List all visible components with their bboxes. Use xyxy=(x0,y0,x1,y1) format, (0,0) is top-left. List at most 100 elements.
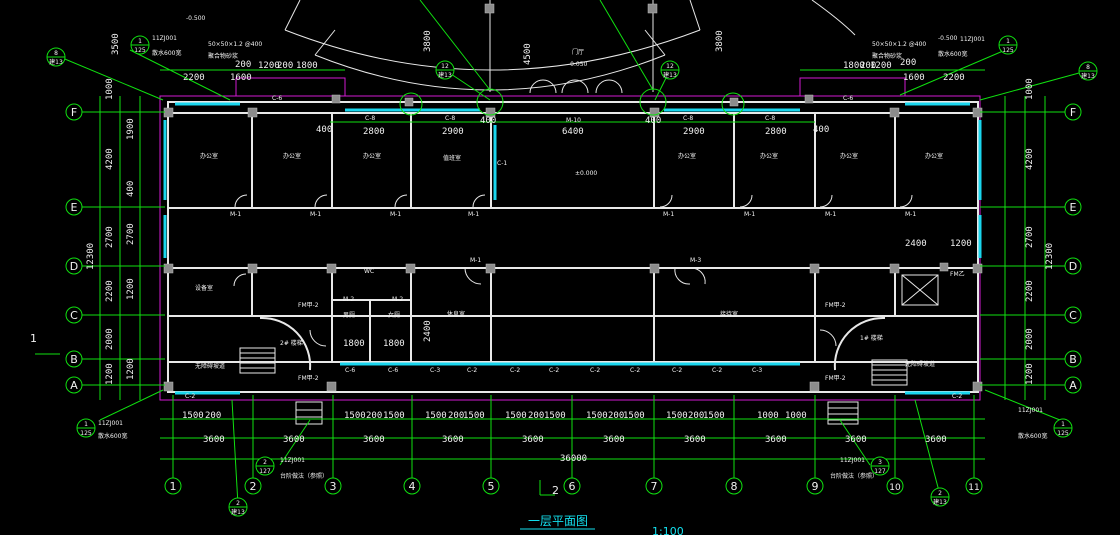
dim-total: 12300 xyxy=(86,243,96,270)
axis-col-label: 3 xyxy=(330,480,337,493)
window-tag: C-2 xyxy=(185,393,195,400)
row-axis-bubbles: F E D C B A F E D C B A xyxy=(65,103,1082,394)
door-tag: M-2 xyxy=(392,296,403,303)
axis-col-label: 2 xyxy=(250,480,257,493)
note-text: 散水600宽 xyxy=(98,432,127,440)
level-entry: -0.050 xyxy=(568,61,588,68)
dim-top: 2800 xyxy=(765,127,787,137)
door-tag: M-1 xyxy=(905,211,916,218)
door-tag: M-1 xyxy=(825,211,836,218)
dim-span: 3600 xyxy=(283,435,305,445)
dim-side: 3800 xyxy=(715,30,725,52)
axis-row-label: D xyxy=(70,260,78,273)
doors xyxy=(233,79,913,347)
axis-row-label: B xyxy=(1069,353,1077,366)
dim-small: 200 xyxy=(900,58,916,68)
ref-page: 建13 xyxy=(231,508,245,516)
door-tag: M-1 xyxy=(310,211,321,218)
door-tag: M-1 xyxy=(663,211,674,218)
axis-row-label: E xyxy=(71,201,78,214)
ref-page: 125 xyxy=(80,430,92,437)
drawing-title-block: 一层平面图 1:100 xyxy=(520,514,684,535)
axis-row-label: A xyxy=(70,379,78,392)
ref-number: 1 xyxy=(138,38,142,45)
dim-top: 2900 xyxy=(683,127,705,137)
standard-ref: 11ZJ001 xyxy=(152,35,177,42)
dim-top: 200 xyxy=(277,61,293,71)
axis-col-label: 5 xyxy=(488,480,495,493)
dim-side: 4500 xyxy=(523,43,533,65)
dim-detail: 1500 xyxy=(344,411,366,421)
dim-top: 1800 xyxy=(843,61,865,71)
dim-side: 2400 xyxy=(423,320,433,342)
window-tag: C-2 xyxy=(630,367,640,374)
dim-side: 2200 xyxy=(105,280,115,302)
door-tag: FM甲-2 xyxy=(298,302,319,309)
bottom-dimensions: 3600 3600 3600 3600 3600 3600 3600 3600 … xyxy=(182,411,947,464)
door-tag: FM甲-2 xyxy=(298,375,319,382)
entrance-canopy xyxy=(284,0,856,92)
ref-page: 建13 xyxy=(438,71,452,79)
dim-small: 200 xyxy=(235,60,251,70)
door-tag: M-2 xyxy=(343,296,354,303)
dim-side: 1900 xyxy=(126,118,136,140)
note-text: 散水600宽 xyxy=(152,49,181,57)
door-tag: M-1 xyxy=(390,211,401,218)
dim-detail: 200 xyxy=(366,411,382,421)
room-label: 办公室 xyxy=(283,152,301,160)
ref-number: 8 xyxy=(1086,64,1090,71)
standard-ref: 11ZJ001 xyxy=(840,457,865,464)
dim-side: 1200 xyxy=(126,358,136,380)
ref-number: 1 xyxy=(1061,421,1065,428)
ref-page: 127 xyxy=(874,468,886,475)
level-right: -0.500 xyxy=(938,35,958,42)
ref-page: 建13 xyxy=(663,71,677,79)
dim-small: 2400 xyxy=(905,239,927,249)
dim-top: 2200 xyxy=(183,73,205,83)
exterior-walls xyxy=(159,77,981,401)
axis-row-label: D xyxy=(1069,260,1077,273)
window-tag: C-2 xyxy=(549,367,559,374)
note-text: 台阶做法（参照） xyxy=(280,472,328,480)
dim-small: 400 xyxy=(813,125,829,135)
dim-small: 400 xyxy=(480,116,496,126)
window-tag: C-6 xyxy=(843,95,853,102)
room-label: 办公室 xyxy=(200,152,218,160)
dim-detail: 1500 xyxy=(666,411,688,421)
axis-row-label: F xyxy=(1070,106,1076,119)
dim-span: 3600 xyxy=(203,435,225,445)
ref-number: 1 xyxy=(1006,38,1010,45)
dim-detail: 200 xyxy=(205,411,221,421)
room-label: 女厕 xyxy=(388,311,400,319)
dim-detail: 1500 xyxy=(463,411,485,421)
room-label: 办公室 xyxy=(925,152,943,160)
axis-col-label: 6 xyxy=(569,480,576,493)
window-tag: C-8 xyxy=(683,115,693,122)
door-tag: M-1 xyxy=(744,211,755,218)
door-tag: M-1 xyxy=(230,211,241,218)
dim-detail: 1500 xyxy=(425,411,447,421)
door-tag: FM乙 xyxy=(950,271,965,278)
dim-small: 1200 xyxy=(950,239,972,249)
dim-detail: 200 xyxy=(688,411,704,421)
axis-row-label: A xyxy=(1069,379,1077,392)
section-mark: 1 xyxy=(30,332,37,345)
dim-side: 2000 xyxy=(1025,328,1035,350)
dim-detail: 200 xyxy=(608,411,624,421)
axis-col-label: 7 xyxy=(651,480,658,493)
level-top: -0.500 xyxy=(186,15,206,22)
detail-reference-bubbles: 1 125 8 建13 1 125 8 建13 12 建13 12 建13 1 … xyxy=(46,35,1098,517)
dim-top: 1600 xyxy=(903,73,925,83)
ref-page: 127 xyxy=(259,468,271,475)
room-label: 办公室 xyxy=(678,152,696,160)
dim-detail: 1000 xyxy=(757,411,779,421)
window-tag: C-3 xyxy=(752,367,762,374)
section-marks: 1 2 xyxy=(30,332,559,497)
dim-span: 3600 xyxy=(522,435,544,445)
note-text: 50×50×1.2 @400 xyxy=(208,41,262,48)
note-text: 50×50×1.2 @400 xyxy=(872,41,926,48)
ref-page: 125 xyxy=(134,47,146,54)
standard-ref: 11ZJ001 xyxy=(280,457,305,464)
window-tag: C-2 xyxy=(672,367,682,374)
